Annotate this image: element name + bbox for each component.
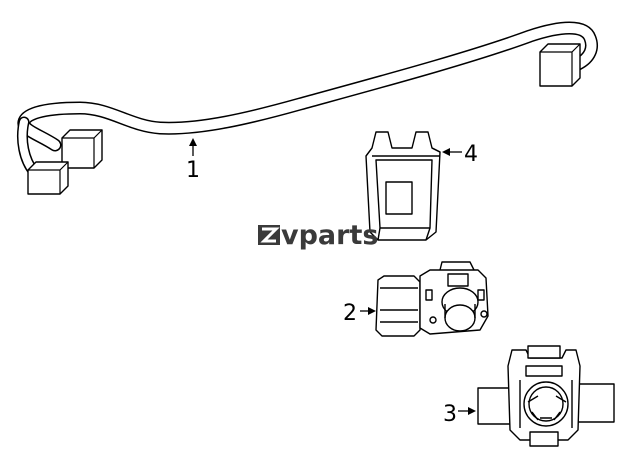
watermark-text: vparts	[281, 220, 378, 251]
watermark: vparts	[258, 220, 378, 251]
sensor-part	[375, 261, 489, 337]
callout-number-4: 4	[464, 142, 478, 167]
wiring-harness	[16, 21, 598, 195]
callout-3: 3	[443, 402, 476, 427]
zvparts-logo-icon	[258, 225, 280, 245]
callout-number-1: 1	[186, 158, 200, 183]
callout-2: 2	[343, 301, 376, 326]
callout-number-3: 3	[443, 402, 457, 427]
connector-right	[539, 43, 581, 87]
callout-1: 1	[186, 138, 200, 183]
connector-left-upper	[61, 129, 103, 169]
retainer-part	[477, 345, 615, 447]
callout-number-2: 2	[343, 301, 357, 326]
bracket-part	[365, 131, 441, 241]
connector-left-lower	[27, 161, 69, 195]
callout-4: 4	[442, 142, 478, 167]
